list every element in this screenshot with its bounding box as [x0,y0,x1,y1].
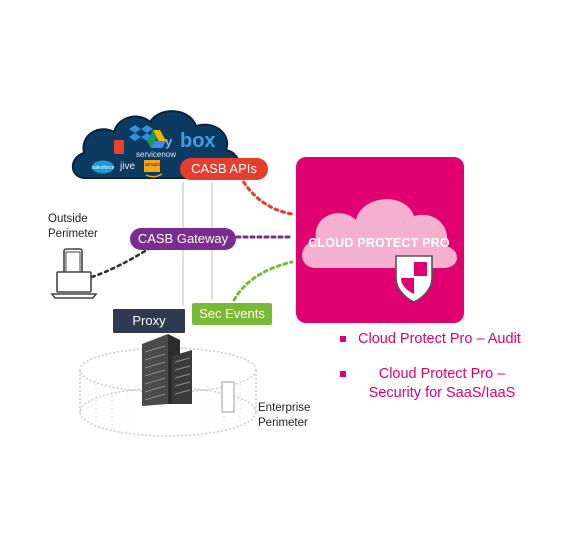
cloud-protect-pro-cloud [302,199,458,268]
bullet-text: Cloud Protect Pro – Security for SaaS/Ia… [368,366,516,401]
aws-logo: amazon [145,162,163,168]
cloud-protect-pro-title: CLOUD PROTECT PRO [308,236,450,250]
office-icon [114,140,124,154]
servicenow-logo: servicenow [136,150,177,159]
dropbox-icon [129,125,153,141]
sec-events-pill: Sec Events [192,303,272,325]
bullet-text: Cloud Protect Pro – Audit [358,331,521,347]
outside-perimeter-label: Outside Perimeter [48,213,98,240]
bullet-square-icon [340,371,346,377]
user-devices-icon [50,248,98,299]
feature-bullet-list: Cloud Protect Pro – Audit Cloud Protect … [340,330,570,413]
devices-connector [90,246,152,279]
casb-apis-pill: CASB APIs [180,158,268,180]
box-logo: box [180,130,216,152]
svg-text:salesforce: salesforce [92,165,115,171]
sec-events-connector [232,260,294,302]
yammer-logo: y [165,134,173,149]
cloud-protect-pro-tile [296,157,464,323]
casb-gateway-pill: CASB Gateway [130,228,236,250]
shield-icon [395,255,433,303]
bullet-saas-iaas: Cloud Protect Pro – Security for SaaS/Ia… [340,365,570,403]
google-drive-icon [147,130,166,148]
aws-icon [144,160,163,178]
proxy-pill: Proxy [113,309,185,333]
bullet-audit: Cloud Protect Pro – Audit [340,330,570,349]
jive-logo: jive [120,161,136,172]
bullet-square-icon [340,336,346,342]
casb-apis-connector [238,174,294,216]
enterprise-perimeter-label: Enterprise Perimeter [258,402,311,429]
office-building-icon [142,334,192,406]
salesforce-icon: salesforce [92,160,115,174]
